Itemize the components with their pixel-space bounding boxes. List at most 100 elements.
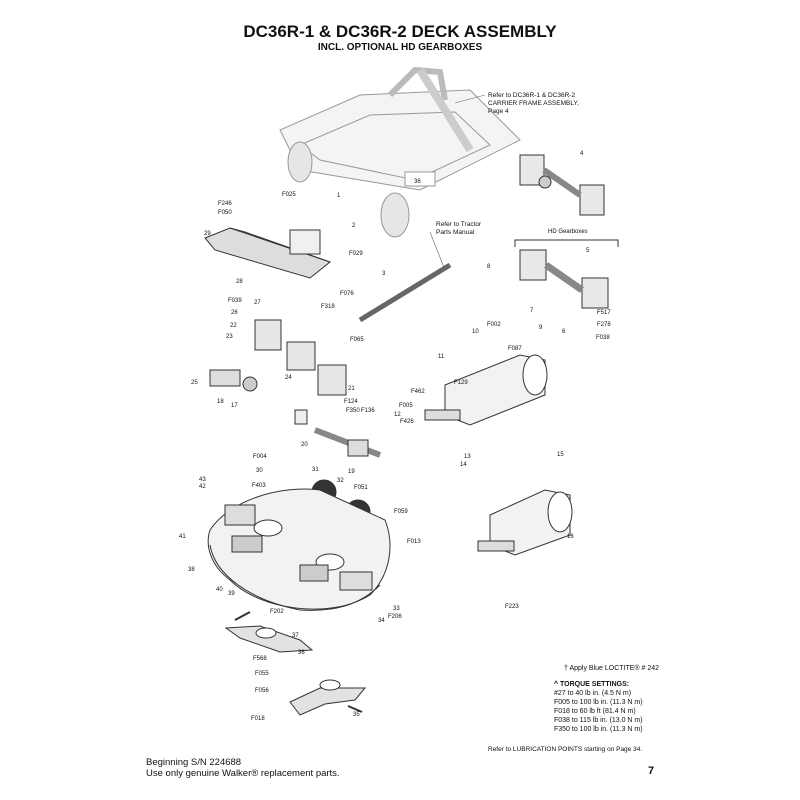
- page-subtitle: INCL. OPTIONAL HD GEARBOXES: [317, 42, 483, 53]
- callout-F039: F039: [228, 298, 242, 304]
- callout-42: 42: [199, 484, 206, 490]
- callout-F426: F426: [400, 419, 414, 425]
- callout-F129: F129: [454, 380, 468, 386]
- callout-10: 10: [472, 329, 479, 335]
- gearbox-assembly-hd: [514, 239, 619, 309]
- gearbox-left: [209, 319, 347, 396]
- callout-16: 16: [567, 534, 574, 540]
- callout-F056: F056: [255, 688, 269, 694]
- callout-F038: F038: [596, 335, 610, 341]
- carrier-frame: [279, 66, 521, 238]
- callout-26: 26: [231, 310, 238, 316]
- callout-28: 28: [236, 279, 243, 285]
- callout-9: 9: [539, 325, 543, 331]
- callout-29: 29: [204, 231, 211, 237]
- callout-21: 21: [348, 386, 355, 392]
- callout-F076: F076: [340, 291, 354, 297]
- callout-7: 7: [530, 308, 534, 314]
- callout-F051: F051: [354, 485, 368, 491]
- callout-43: 43: [199, 477, 206, 483]
- loctite-note: † Apply Blue LOCTITE® # 242: [564, 665, 660, 672]
- callout-8: 8: [487, 264, 491, 270]
- callout-F517: F517: [597, 310, 611, 316]
- torque-settings: ^ TORQUE SETTINGS: #27 to 40 lb in. (4.5…: [554, 681, 643, 733]
- callout-F004: F004: [253, 454, 267, 460]
- callout-20: 20: [301, 442, 308, 448]
- callout-33: 33: [393, 606, 400, 612]
- rotation-arrow-right: [347, 705, 363, 713]
- callout-F055: F055: [255, 671, 269, 677]
- callout-F005: F005: [399, 403, 413, 409]
- callout-F318: F318: [321, 304, 335, 310]
- callout-13: 13: [464, 454, 471, 460]
- rotation-arrow-left: [234, 611, 251, 621]
- callout-F087: F087: [508, 346, 522, 352]
- belt-cover: [204, 227, 332, 279]
- mower-deck: [207, 488, 391, 611]
- callout-41: 41: [179, 534, 186, 540]
- lubrication-reference: Refer to LUBRICATION POINTS starting on …: [488, 746, 643, 753]
- callout-15: 15: [557, 452, 564, 458]
- callout-2: 2: [352, 223, 356, 229]
- callout-17: 17: [231, 403, 238, 409]
- callout-labels: 1 2 3 4 5 6 7 8 9 10 11 12 13 14 15 16 1…: [179, 151, 611, 722]
- callout-25: 25: [191, 380, 198, 386]
- callout-F050: F050: [218, 210, 232, 216]
- callout-F059: F059: [394, 509, 408, 515]
- callout-24: 24: [285, 375, 292, 381]
- carrier-frame-reference: Refer to DC36R-1 & DC36R-2 CARRIER FRAME…: [488, 92, 579, 115]
- callout-23: 23: [226, 334, 233, 340]
- callout-12: 12: [394, 412, 401, 418]
- page-title: DC36R-1 & DC36R-2 DECK ASSEMBLY: [243, 22, 557, 41]
- callout-F002: F002: [487, 322, 501, 328]
- callout-4: 4: [580, 151, 584, 157]
- callout-F223: F223: [505, 604, 519, 610]
- callout-19: 19: [348, 469, 355, 475]
- callout-5: 5: [586, 248, 590, 254]
- callout-22: 22: [230, 323, 237, 329]
- footer: Beginning S/N 224688 Use only genuine Wa…: [146, 757, 340, 779]
- callout-6: 6: [562, 329, 566, 335]
- callout-F029: F029: [349, 251, 363, 257]
- callout-F018: F018: [251, 716, 265, 722]
- callout-F462: F462: [411, 389, 425, 395]
- callout-34: 34: [378, 618, 385, 624]
- callout-32: 32: [337, 478, 344, 484]
- callout-F025: F025: [282, 192, 296, 198]
- callout-38: 38: [188, 567, 195, 573]
- callout-F136: F136: [361, 408, 375, 414]
- blade-left: [224, 625, 314, 653]
- callout-F246: F246: [218, 201, 232, 207]
- callout-F065: F065: [350, 337, 364, 343]
- callout-40: 40: [216, 587, 223, 593]
- spindle-shaft: [294, 409, 382, 458]
- genuine-parts-note: Use only genuine Walker® replacement par…: [146, 768, 340, 779]
- discharge-chute-lower: [477, 489, 573, 556]
- callout-F568: F568: [253, 656, 267, 662]
- callout-F350: F350: [346, 408, 360, 414]
- callout-F403: F403: [252, 483, 266, 489]
- blade-right: [289, 687, 367, 716]
- callout-36: 36: [298, 650, 305, 656]
- callout-30: 30: [256, 468, 263, 474]
- callout-F013: F013: [407, 539, 421, 545]
- callout-18: 18: [217, 399, 224, 405]
- callout-37: 37: [292, 633, 299, 639]
- callout-31: 31: [312, 467, 319, 473]
- callout-1: 1: [337, 193, 341, 199]
- callout-39: 39: [228, 591, 235, 597]
- gearbox-assembly-std: [519, 154, 605, 216]
- callout-3: 3: [382, 271, 386, 277]
- carrier-tag: 36: [414, 179, 421, 185]
- callout-F202: F202: [270, 609, 284, 615]
- callout-14: 14: [460, 462, 467, 468]
- callout-11: 11: [438, 354, 445, 360]
- serial-number: Beginning S/N 224688: [146, 757, 242, 768]
- drive-shaft: [358, 262, 452, 323]
- callout-F206: F206: [388, 614, 402, 620]
- callout-F278: F278: [597, 322, 611, 328]
- page-number: 7: [648, 765, 655, 777]
- callout-27: 27: [254, 300, 261, 306]
- hd-gearboxes-label: HD Gearboxes: [548, 229, 588, 235]
